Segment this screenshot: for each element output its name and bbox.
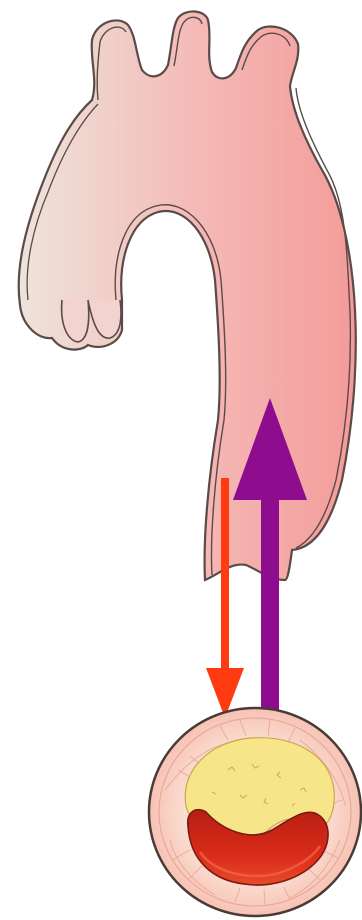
artery-cross-section-icon [149,708,361,916]
aorta-body [19,11,356,580]
arrow-up-shaft [261,495,279,716]
aorta-illustration-icon [19,11,356,580]
arrow-down-shaft [221,478,229,678]
